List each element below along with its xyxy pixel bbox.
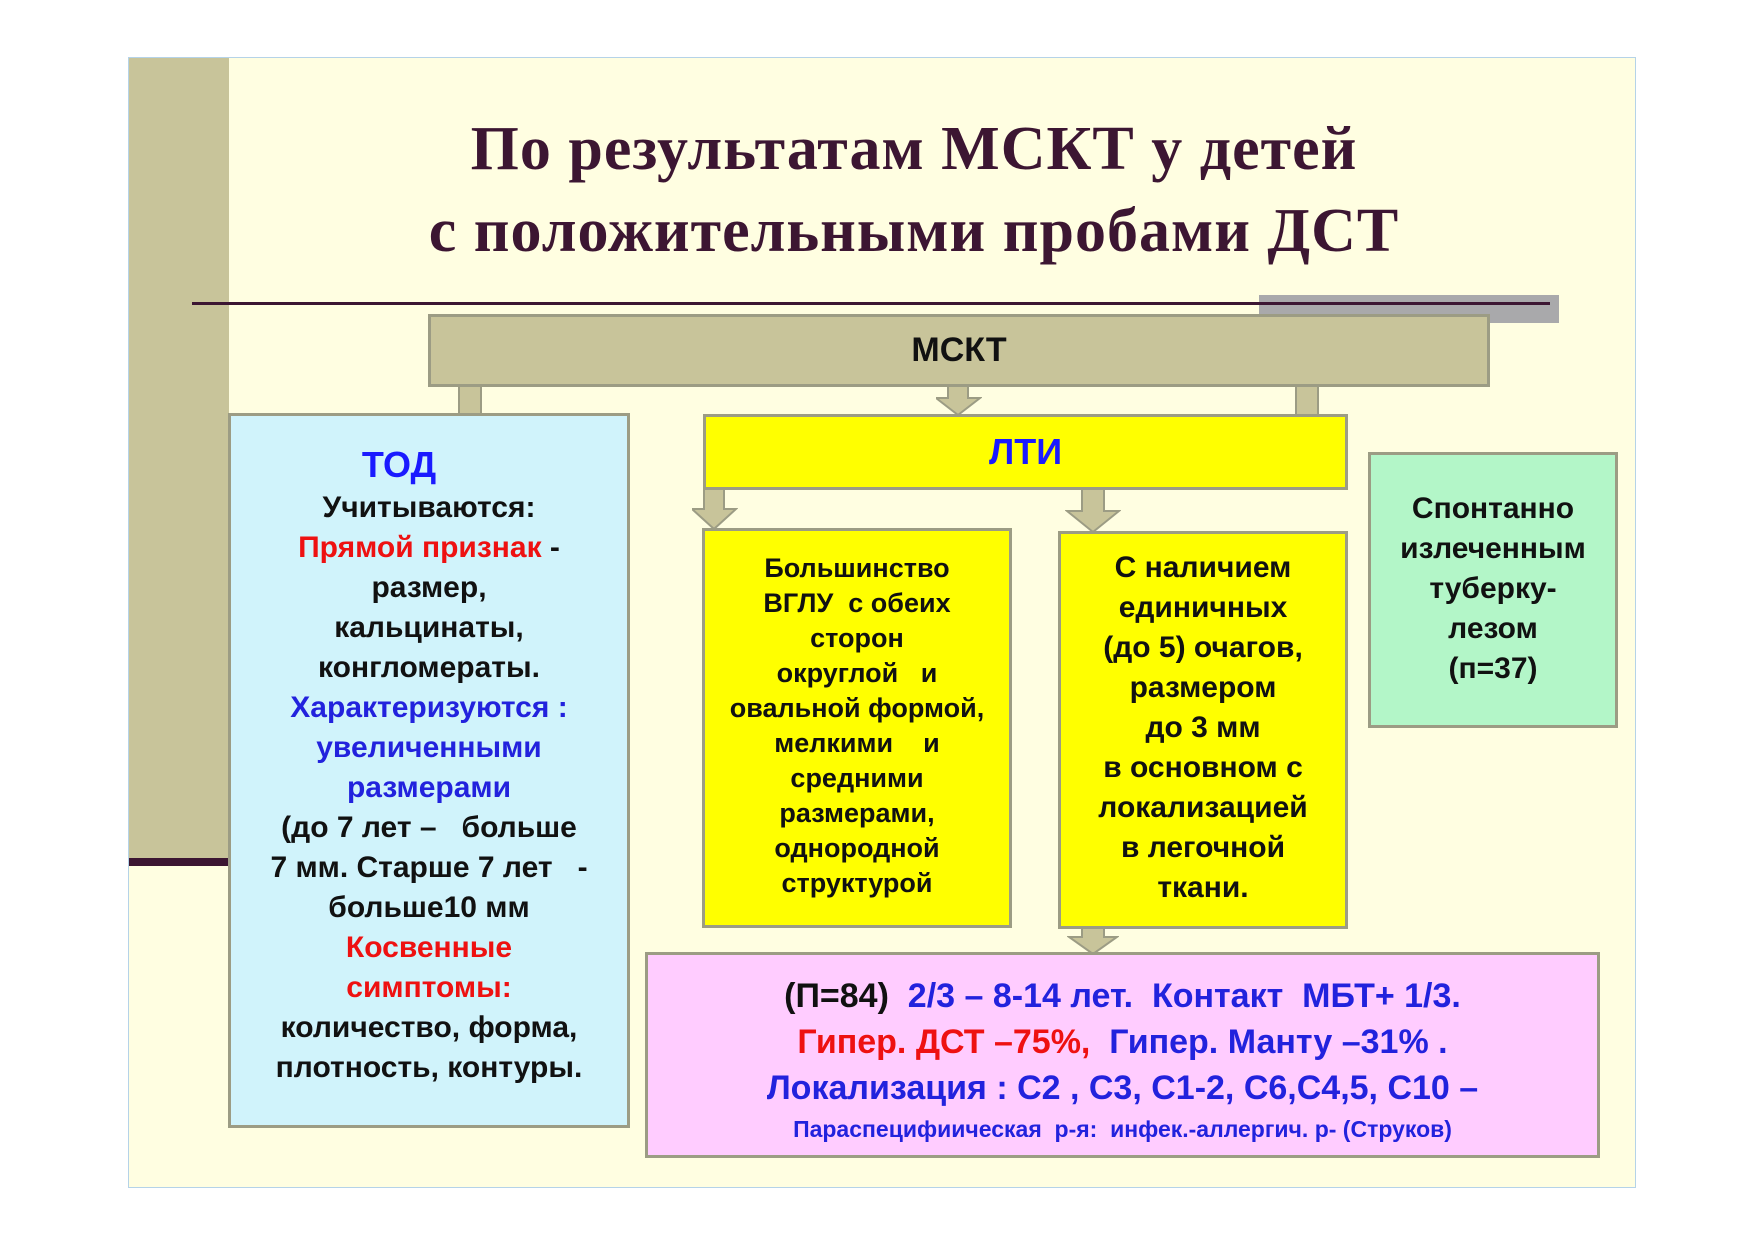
- tod-line: симптомы:: [346, 971, 512, 1004]
- vglu-line: овальной формой,: [729, 693, 985, 723]
- summary-box: (П=84) 2/3 – 8-14 лет. Контакт МБТ+ 1/3.…: [645, 952, 1600, 1158]
- vglu-line: Большинство: [764, 553, 950, 583]
- foci-box: С наличием единичных (до 5) очагов, разм…: [1058, 531, 1348, 929]
- slide-title: По результатам МСКТ у детей с положитель…: [309, 108, 1519, 272]
- tod-box: ТОД Учитываются: Прямой признак - размер…: [228, 413, 630, 1128]
- title-line-2: с положительными пробами ДСТ: [428, 197, 1400, 265]
- foci-line: ткани.: [1157, 871, 1249, 904]
- tod-line: Косвенные: [345, 931, 513, 964]
- summary-paraspecific: Параспецифиическая р-я: инфек.-аллергич.…: [793, 1116, 1452, 1142]
- arrow-lti-to-foci: [1065, 489, 1121, 534]
- healed-line: туберку-: [1429, 572, 1557, 605]
- arrow-msct-to-lti: [936, 386, 982, 416]
- msct-box: МСКТ: [428, 314, 1490, 387]
- foci-line: локализацией: [1098, 791, 1308, 824]
- vglu-line: средними: [790, 763, 924, 793]
- healed-box: Спонтанно излеченным туберку- лезом (п=3…: [1368, 452, 1618, 728]
- title-divider: [192, 302, 1550, 305]
- dst-hyper: Гипер. ДСТ –75%,: [797, 1023, 1091, 1061]
- tod-line: Характеризуются :: [290, 691, 568, 724]
- vglu-line: округлой и: [776, 658, 938, 688]
- vglu-line: мелкими и: [774, 728, 940, 758]
- tod-line: конгломераты.: [318, 651, 540, 684]
- summary-line: Гипер. ДСТ –75%, Гипер. Манту –31% .: [648, 1019, 1597, 1065]
- foci-line: в легочной: [1120, 831, 1286, 864]
- vglu-line: ВГЛУ с обеих: [763, 588, 951, 618]
- tod-line: кальцинаты,: [334, 611, 524, 644]
- tod-line: количество, форма,: [280, 1011, 578, 1044]
- foci-line: единичных: [1118, 591, 1288, 624]
- tod-line: больше10 мм: [328, 891, 530, 924]
- tod-line-suffix: -: [541, 531, 560, 564]
- lti-box: ЛТИ: [703, 414, 1348, 490]
- tod-line: 7 мм. Старше 7 лет -: [270, 851, 588, 884]
- tod-line: Прямой признак -: [231, 528, 627, 568]
- vglu-line: структурой: [781, 868, 933, 898]
- title-line-1: По результатам МСКТ у детей: [470, 115, 1358, 183]
- tod-line: Учитываются:: [322, 491, 536, 524]
- patient-count: (П=84): [784, 977, 889, 1015]
- summary-localization: Локализация : С2 , С3, С1-2, С6,С4,5, С1…: [766, 1069, 1479, 1107]
- side-band: [129, 58, 229, 858]
- direct-sign-label: Прямой признак: [298, 531, 542, 564]
- foci-line: (до 5) очагов,: [1103, 631, 1303, 664]
- vglu-line: однородной: [774, 833, 940, 863]
- healed-line: излеченным: [1400, 532, 1586, 565]
- tod-line: (до 7 лет – больше: [281, 811, 577, 844]
- tod-line: размер,: [371, 571, 487, 604]
- tod-line: плотность, контуры.: [275, 1051, 583, 1084]
- vglu-box: Большинство ВГЛУ с обеих сторон округлой…: [702, 528, 1012, 928]
- arrow-foci-to-summary: [1067, 927, 1119, 955]
- healed-line: лезом: [1448, 612, 1538, 645]
- lti-label: ЛТИ: [988, 431, 1063, 472]
- healed-line: (п=37): [1448, 652, 1538, 685]
- foci-line: размером: [1129, 671, 1277, 704]
- foci-line: до 3 мм: [1145, 711, 1261, 744]
- vglu-line: сторон: [810, 623, 904, 653]
- tod-line: размерами: [346, 771, 512, 804]
- msct-label: МСКТ: [911, 331, 1007, 369]
- summary-line: (П=84) 2/3 – 8-14 лет. Контакт МБТ+ 1/3.: [648, 973, 1597, 1019]
- tod-header: ТОД: [361, 444, 437, 485]
- vglu-line: размерами,: [779, 798, 935, 828]
- slide: По результатам МСКТ у детей с положитель…: [128, 57, 1636, 1188]
- tod-line: увеличенными: [316, 731, 542, 764]
- foci-line: С наличием: [1114, 551, 1292, 584]
- summary-age-contact: 2/3 – 8-14 лет. Контакт МБТ+ 1/3.: [888, 977, 1461, 1015]
- side-rule: [129, 858, 229, 866]
- foci-line: в основном с: [1103, 751, 1303, 784]
- mantoux-hyper: Гипер. Манту –31% .: [1090, 1023, 1448, 1061]
- healed-line: Спонтанно: [1411, 492, 1575, 525]
- arrow-lti-to-vglu: [692, 489, 738, 531]
